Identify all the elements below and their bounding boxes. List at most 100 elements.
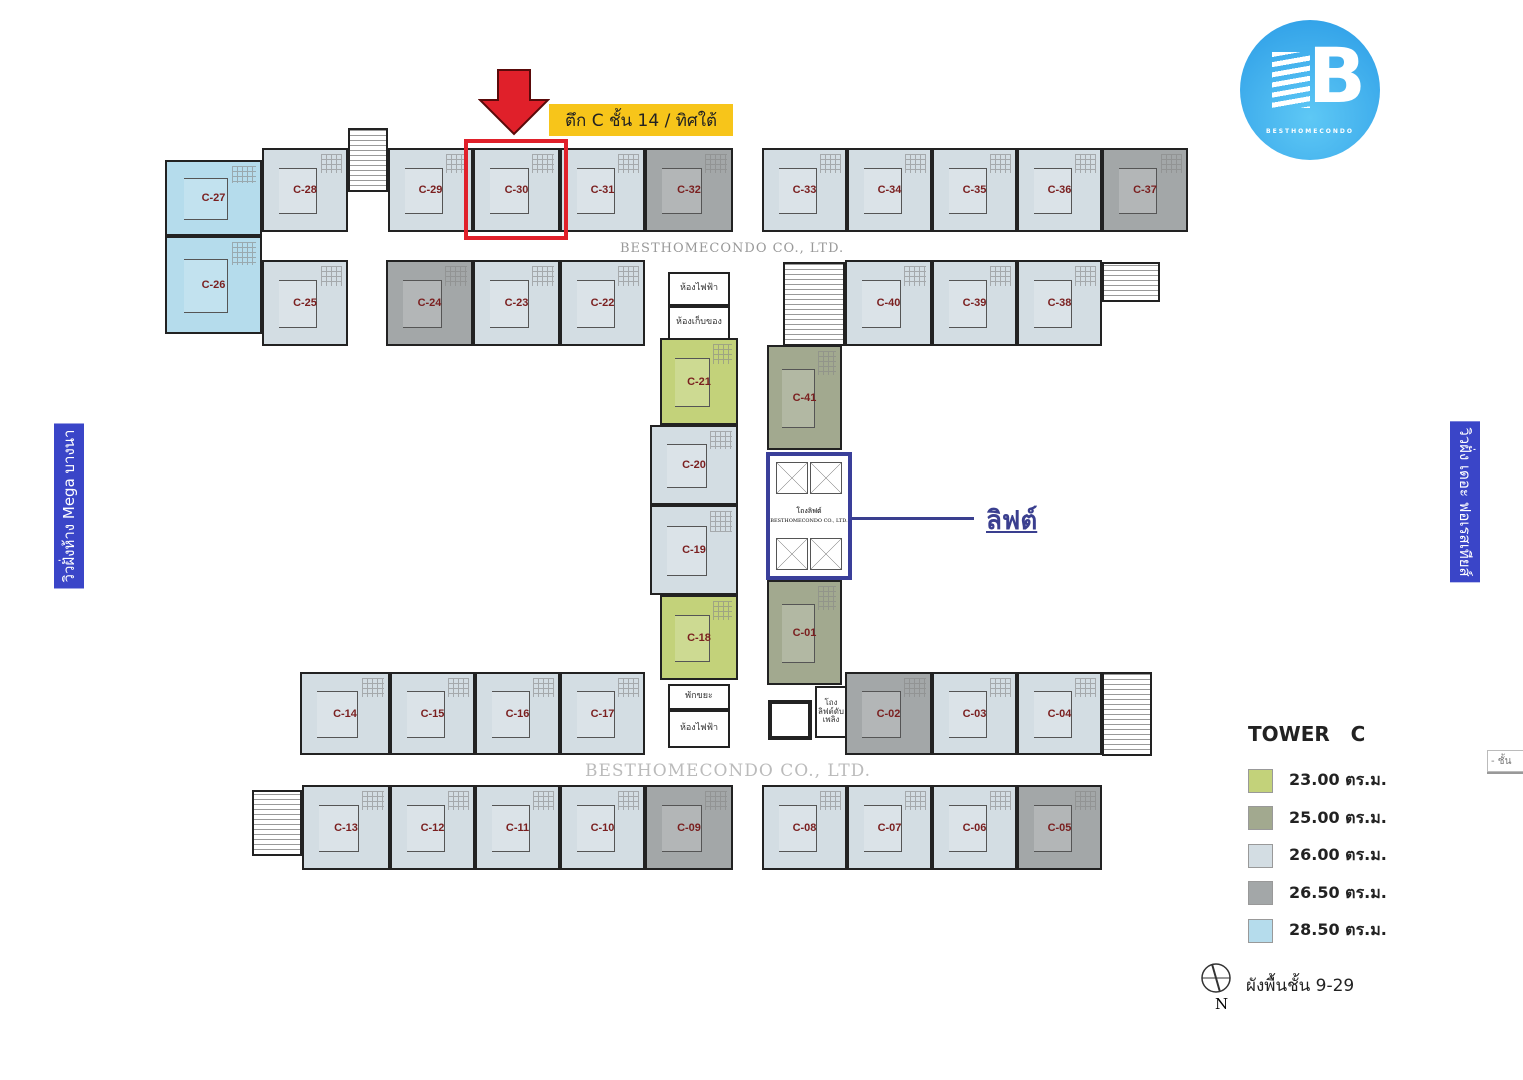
- room-outline: [667, 443, 707, 489]
- unit-label: C-11: [505, 821, 530, 834]
- unit-c-16: C-16: [475, 672, 560, 755]
- room-outline: [278, 167, 318, 215]
- balcony-tiles: [617, 154, 639, 174]
- unit-label: C-03: [962, 707, 987, 720]
- unit-label: C-07: [877, 821, 902, 834]
- unit-label: C-08: [792, 821, 817, 834]
- room-outline: [406, 691, 445, 738]
- unit-c-11: C-11: [475, 785, 560, 870]
- legend-item: 28.50 ตร.ม.: [1248, 918, 1387, 943]
- room-outline: [404, 167, 443, 215]
- unit-label: C-38: [1047, 297, 1072, 309]
- lift-watermark: BESTHOMECONDO CO., LTD.: [770, 518, 848, 524]
- balcony-tiles: [710, 431, 732, 450]
- balcony-tiles: [712, 344, 732, 364]
- unit-c-09: C-09: [645, 785, 733, 870]
- balcony-tiles: [617, 266, 639, 286]
- room-outline: [183, 177, 228, 221]
- unit-c-25: C-25: [262, 260, 348, 346]
- balcony-tiles: [1074, 154, 1096, 174]
- room-outline: [183, 258, 228, 314]
- floor-tab[interactable]: - ชั้น: [1487, 750, 1523, 772]
- unit-c-39: C-39: [932, 260, 1017, 346]
- unit-label: C-27: [201, 192, 226, 204]
- fire-lift: [768, 700, 812, 740]
- unit-label: C-41: [792, 391, 817, 404]
- balcony-tiles: [532, 154, 554, 174]
- unit-c-13: C-13: [302, 785, 390, 870]
- unit-label: C-24: [417, 297, 442, 309]
- room-outline: [667, 525, 707, 577]
- unit-c-04: C-04: [1017, 672, 1102, 755]
- balcony-tiles: [532, 678, 554, 697]
- balcony-tiles: [705, 154, 727, 174]
- balcony-tiles: [362, 791, 384, 811]
- garbage-room: พักขยะ: [668, 684, 730, 710]
- unit-label: C-31: [590, 184, 615, 196]
- lift-label: ลิฟต์: [986, 506, 1038, 536]
- unit-c-30: C-30: [473, 148, 560, 232]
- legend-label: 26.00 ตร.ม.: [1289, 845, 1387, 864]
- stairwell: [252, 790, 302, 856]
- unit-c-41: C-41: [767, 345, 842, 450]
- unit-c-01: C-01: [767, 580, 842, 685]
- unit-label: C-12: [420, 821, 445, 834]
- room-outline: [948, 280, 987, 328]
- unit-label: C-39: [962, 297, 987, 309]
- balcony-tiles: [989, 266, 1011, 286]
- balcony-tiles: [532, 266, 554, 286]
- room-outline: [489, 280, 530, 328]
- north-label: N: [1215, 995, 1229, 1013]
- unit-c-08: C-08: [762, 785, 847, 870]
- balcony-tiles: [445, 266, 467, 286]
- room-outline: [489, 167, 530, 215]
- balcony-tiles: [231, 242, 256, 265]
- unit-label: C-30: [504, 184, 529, 196]
- unit-label: C-22: [590, 297, 615, 309]
- balcony-tiles: [712, 601, 732, 621]
- unit-label: C-17: [590, 707, 615, 720]
- unit-c-37: C-37: [1102, 148, 1188, 232]
- view-label-left: วิวฝั่งห้าง Mega บางนา: [54, 423, 84, 589]
- stairwell: [1102, 262, 1160, 302]
- unit-c-38: C-38: [1017, 260, 1102, 346]
- room-outline: [781, 604, 816, 663]
- balcony-tiles: [817, 586, 836, 611]
- unit-label: C-02: [876, 707, 901, 720]
- room-outline: [662, 804, 702, 853]
- balcony-tiles: [1074, 266, 1096, 286]
- unit-c-32: C-32: [645, 148, 733, 232]
- room-outline: [1033, 691, 1072, 738]
- balcony-tiles: [817, 351, 836, 376]
- room-outline: [402, 280, 443, 328]
- red-arrow-icon: [478, 69, 550, 136]
- stairwell: [1102, 672, 1152, 756]
- room-outline: [861, 280, 902, 328]
- unit-label: C-21: [687, 375, 711, 388]
- unit-label: C-23: [504, 297, 529, 309]
- room-outline: [948, 691, 987, 738]
- legend-title: TOWER C: [1248, 722, 1366, 746]
- unit-label: C-04: [1047, 707, 1072, 720]
- legend-item: 23.00 ตร.ม.: [1248, 768, 1387, 793]
- balcony-tiles: [617, 791, 639, 811]
- balcony-tiles: [819, 791, 841, 811]
- lift-car: [810, 538, 842, 570]
- unit-label: C-26: [201, 279, 226, 291]
- legend-swatch: [1248, 881, 1273, 905]
- legend-swatch: [1248, 843, 1273, 868]
- balcony-tiles: [617, 678, 639, 697]
- highlight-box: [464, 139, 568, 240]
- unit-c-21: C-21: [660, 338, 738, 425]
- unit-c-14: C-14: [300, 672, 390, 755]
- unit-c-02: C-02: [845, 672, 932, 755]
- unit-label: C-09: [677, 821, 701, 834]
- balcony-tiles: [532, 791, 554, 811]
- balcony-tiles: [904, 791, 926, 811]
- unit-label: C-37: [1133, 184, 1157, 196]
- room-outline: [675, 614, 711, 663]
- room-outline: [576, 691, 615, 738]
- balcony-tiles: [1160, 154, 1182, 174]
- unit-c-03: C-03: [932, 672, 1017, 755]
